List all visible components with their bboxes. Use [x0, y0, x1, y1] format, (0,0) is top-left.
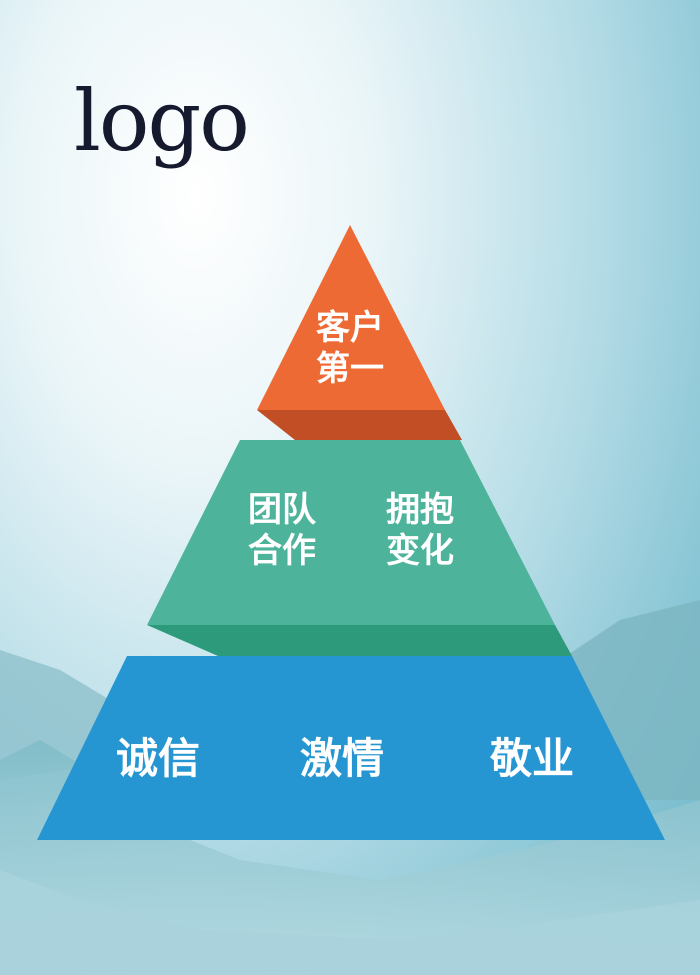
- bottom-tier: [37, 656, 665, 840]
- middle-right-label: 拥抱 变化: [370, 490, 470, 572]
- top-tier: [257, 225, 445, 410]
- middle-left-line1: 团队: [248, 490, 316, 530]
- top-label-line1: 客户: [316, 308, 384, 348]
- top-tier-label: 客户 第一: [300, 308, 400, 390]
- middle-left-label: 团队 合作: [232, 490, 332, 572]
- middle-tier-shadow: [147, 625, 572, 656]
- logo: logo: [74, 72, 250, 170]
- middle-tier: [147, 440, 555, 625]
- bottom-label-1: 诚信: [115, 734, 200, 783]
- middle-right-line1: 拥抱: [386, 490, 454, 530]
- top-label-line2: 第一: [316, 348, 384, 389]
- middle-left-line2: 合作: [248, 530, 316, 571]
- middle-right-line2: 变化: [386, 530, 454, 571]
- top-tier-shadow: [257, 410, 462, 440]
- bottom-label-2: 激情: [299, 734, 384, 783]
- bottom-label-3: 敬业: [489, 734, 574, 783]
